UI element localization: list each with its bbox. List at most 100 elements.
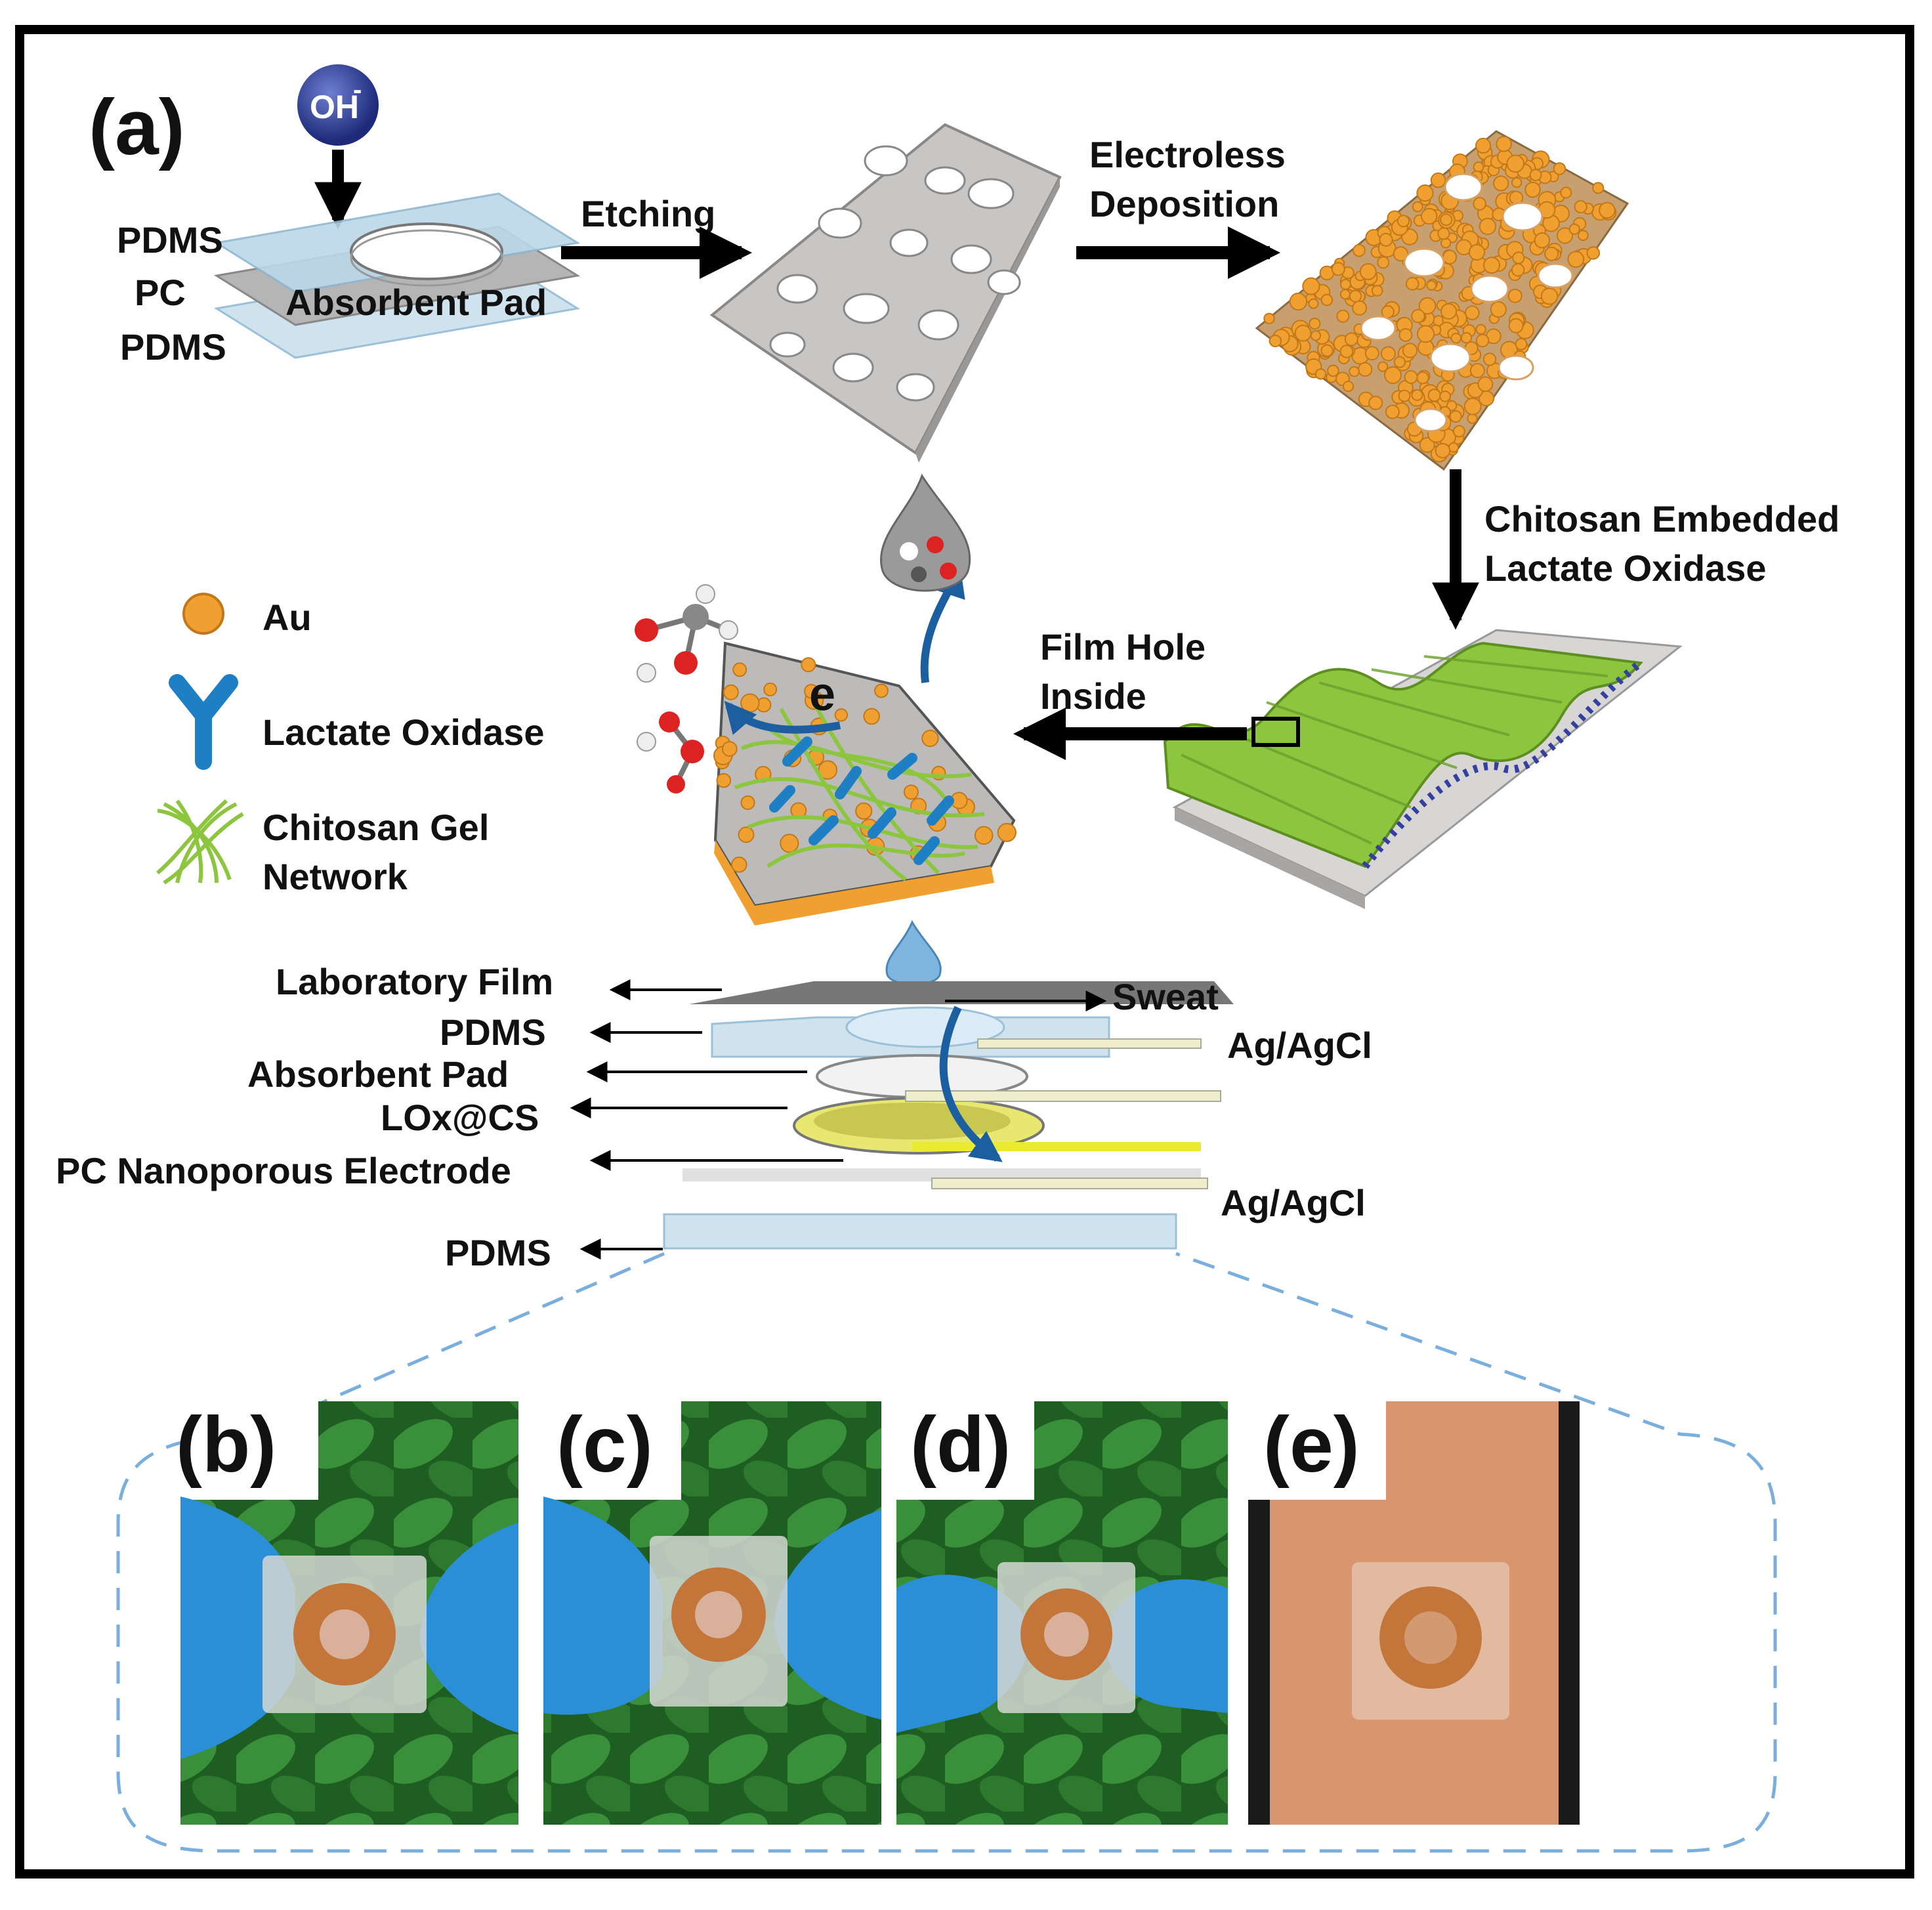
- layer-pc-electrode: PC Nanoporous Electrode: [56, 1150, 511, 1191]
- gold-particle: [1416, 371, 1429, 385]
- gold-particle: [874, 683, 889, 698]
- step-electroless-line2: Deposition: [1089, 183, 1279, 224]
- gold-particle: [1592, 182, 1605, 194]
- gold-particle: [1468, 244, 1486, 261]
- gold-particle: [834, 708, 849, 722]
- stack-label-pdms-top: PDMS: [117, 219, 223, 261]
- gold-particle: [780, 834, 799, 853]
- gold-particle: [1349, 366, 1360, 377]
- photo-e: [1248, 1401, 1580, 1825]
- step-filmhole-line2: Inside: [1040, 675, 1146, 717]
- chitosan-legend-icon: [156, 799, 244, 885]
- gold-particle: [1339, 289, 1351, 300]
- gold-particle: [1342, 381, 1354, 393]
- gold-particle: [1439, 391, 1451, 402]
- gold-coated-membrane: [1255, 130, 1629, 471]
- gold-particle: [732, 662, 747, 677]
- gold-particle: [1507, 288, 1522, 303]
- gold-particle: [1380, 346, 1396, 362]
- gold-particle: [1475, 324, 1486, 335]
- gold-particle: [1465, 305, 1480, 320]
- gold-particle: [1560, 186, 1572, 199]
- gold-particle: [1515, 337, 1528, 350]
- gold-particle: [1412, 201, 1423, 213]
- step-chitosan-line1: Chitosan Embedded: [1484, 498, 1839, 540]
- gold-particle: [1411, 389, 1423, 401]
- gold-particle: [1469, 363, 1485, 379]
- panel-label-c: (c): [556, 1401, 653, 1489]
- gold-particle: [1393, 356, 1406, 368]
- gold-particle: [997, 822, 1017, 842]
- gold-particle: [1427, 389, 1441, 402]
- gold-particle: [1385, 404, 1400, 419]
- layer-pad: Absorbent Pad: [247, 1053, 509, 1095]
- gold-particle: [1475, 333, 1490, 348]
- stack-label-pc: PC: [135, 272, 186, 313]
- gold-particle: [740, 693, 760, 713]
- layer-lox-cs: LOx@CS: [381, 1097, 539, 1138]
- gold-particle: [1421, 207, 1438, 225]
- gold-particle: [1371, 285, 1383, 297]
- legend-chitosan-line1: Chitosan Gel: [262, 807, 489, 848]
- gold-particle: [763, 682, 778, 696]
- step-chitosan-line2: Lactate Oxidase: [1484, 547, 1767, 589]
- hydroxide-icon: OH -: [297, 64, 379, 146]
- gold-particle: [1496, 136, 1512, 152]
- gold-particle: [1473, 197, 1486, 211]
- lactate-oxidase-legend-icon: [169, 674, 238, 770]
- gold-particle: [1440, 213, 1453, 226]
- gold-particle: [1320, 293, 1334, 307]
- etched-membrane: [709, 123, 1062, 463]
- gold-particle: [863, 708, 880, 725]
- gold-particle: [1477, 376, 1494, 393]
- gold-particle: [1577, 230, 1589, 242]
- gold-particle: [738, 826, 755, 843]
- gold-particle: [804, 684, 819, 699]
- photo-b: [180, 1401, 518, 1825]
- gold-particle: [1586, 246, 1601, 260]
- gold-particle: [1398, 389, 1411, 402]
- layer-agcl2: Ag/AgCl: [1221, 1182, 1366, 1223]
- gold-particle: [1442, 249, 1458, 265]
- panel-label-b: (b): [176, 1401, 276, 1489]
- gold-particle: [1544, 246, 1559, 261]
- gold-particle: [1435, 442, 1451, 459]
- gold-particle: [740, 795, 755, 811]
- gold-particle: [1553, 162, 1566, 175]
- layer-label-arrows: [570, 979, 843, 1260]
- gold-particle: [1419, 437, 1435, 453]
- gold-particle: [1359, 263, 1377, 280]
- au-legend-icon: [182, 593, 224, 635]
- gold-particle: [1331, 262, 1345, 276]
- gold-particle: [1344, 332, 1358, 347]
- gold-particle: [1402, 343, 1418, 358]
- gold-particle: [1567, 251, 1585, 268]
- gold-particle: [1511, 177, 1522, 188]
- gold-particle: [1294, 324, 1312, 342]
- gold-particle: [1490, 301, 1507, 318]
- gold-particle: [1508, 318, 1524, 333]
- gold-particle: [1574, 200, 1587, 214]
- step-electroless-line1: Electroless: [1089, 134, 1286, 175]
- gold-particle: [1437, 227, 1450, 240]
- gold-particle: [1440, 303, 1458, 320]
- gold-particle: [1263, 312, 1275, 324]
- gold-particle: [1352, 300, 1368, 316]
- gold-particle: [1310, 330, 1322, 341]
- legend-au: Au: [262, 597, 312, 638]
- panel-label-a: (a): [89, 83, 185, 171]
- gold-particle: [1377, 256, 1390, 269]
- gold-particle: [1482, 352, 1497, 366]
- electron-label: e: [809, 668, 835, 721]
- agcl-electrode-1: [977, 1038, 1202, 1049]
- gold-particle: [1463, 397, 1482, 415]
- gold-particle: [1384, 366, 1402, 384]
- gold-particle: [1493, 175, 1509, 192]
- gold-particle: [1349, 289, 1362, 303]
- gold-particle: [1398, 328, 1413, 342]
- gold-particle: [1289, 292, 1308, 311]
- gold-particle: [1417, 325, 1435, 343]
- gold-particle: [1364, 346, 1379, 361]
- gold-particle: [903, 784, 919, 800]
